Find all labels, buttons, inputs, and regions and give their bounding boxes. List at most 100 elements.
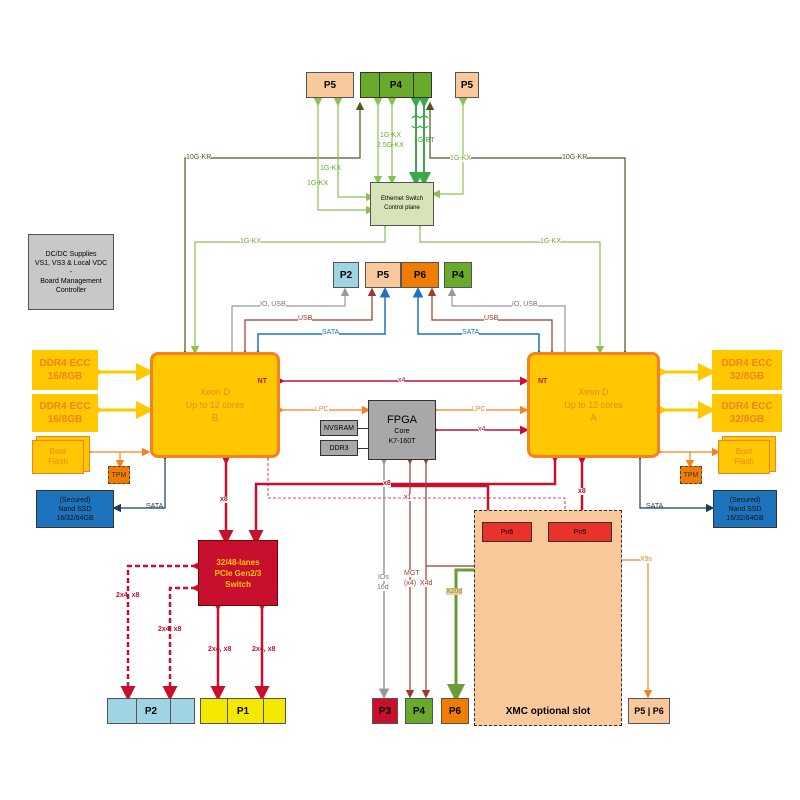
bottom-p3-label: P3 <box>378 705 392 717</box>
bottom-connector-p5p6: P5 | P6 <box>628 698 670 724</box>
xmc-pn6: Pn6 <box>482 522 532 542</box>
label-ios: IOs <box>378 574 389 581</box>
xmc-title: XMC optional slot <box>505 706 591 717</box>
ethernet-switch-line1: Ethernet Switch <box>380 196 424 202</box>
cpu-b-line1: Xeon D <box>199 386 231 397</box>
label-sata-ssd-left: SATA <box>146 503 164 510</box>
cpu-a-line1: Xeon D <box>578 386 609 397</box>
label-2-5g-kx: 2.5G-KX <box>377 142 404 149</box>
label-10g-kr-right: 10G-KR <box>562 154 588 161</box>
top-connector-p5-left: P5 <box>306 72 354 98</box>
label-sata-right: SATA <box>462 329 480 336</box>
tpm-left: TPM <box>108 466 130 484</box>
label-sata-ssd-right: SATA <box>646 503 664 510</box>
supplies-line2: VS1, VS3 & Local VDC <box>34 259 108 267</box>
label-x9s: X9s <box>640 556 653 563</box>
label-p2-lane-b: 2x4, x8 <box>158 626 182 633</box>
label-ios-16d: 16d <box>377 584 389 591</box>
label-1g-kx-a: 1G-KX <box>320 165 342 172</box>
top-p4-label: P4 <box>389 79 403 91</box>
label-10g-kr-left: 10G-KR <box>186 154 212 161</box>
label-1g-kx-left: 1G-KX <box>240 238 262 245</box>
pcie-switch-line2: PCIe Gen2/3 <box>214 568 262 578</box>
nvsram-link <box>358 428 368 429</box>
xmc-slot: XMC optional slot <box>474 510 622 726</box>
ssd-right-line2: Nand SSD <box>728 505 762 513</box>
boot-flash-right-line2: Flash <box>734 457 754 466</box>
cpu-b-line3: B <box>211 412 219 424</box>
label-io-usb-right: IO, USB <box>512 301 538 308</box>
boot-flash-left-line2: Flash <box>48 457 68 466</box>
xmc-pn5-label: Pn5 <box>573 528 587 536</box>
cpu-b-nt: NT <box>257 378 267 385</box>
tpm-left-label: TPM <box>111 471 127 479</box>
label-usb-right: USB <box>484 315 499 322</box>
supplies-line1: DC/DC Supplies <box>45 250 97 258</box>
ssd-right: (Secured) Nand SSD 16/32/64GB <box>713 490 777 528</box>
label-mgt: MGT <box>404 570 420 577</box>
bottom-p1-label: P1 <box>236 705 250 717</box>
mid-connector-p2: P2 <box>333 262 359 288</box>
label-p2-lane-a: 2x4, x8 <box>116 592 140 599</box>
pcie-switch: 32/48-lanes PCIe Gen2/3 Switch <box>198 540 278 606</box>
fpga-line1: FPGA <box>387 414 417 426</box>
label-1g-kx-right: 1G-KX <box>540 238 562 245</box>
cpu-a-line3: A <box>590 412 597 424</box>
label-1g-kx-c: 1G-KX <box>380 132 402 139</box>
bottom-connector-p1: P1 <box>200 698 286 724</box>
fpga-line2: Core <box>394 428 410 435</box>
supplies-line5: Controller <box>55 286 87 294</box>
label-io-usb-left: IO, USB <box>260 301 286 308</box>
ethernet-switch: Ethernet Switch Control plane <box>370 182 434 226</box>
xmc-pn6-label: Pn6 <box>500 528 514 536</box>
ssd-left-line3: 16/32/64GB <box>56 514 94 522</box>
ddr3-link <box>358 448 368 449</box>
ssd-left: (Secured) Nand SSD 16/32/64GB <box>36 490 114 528</box>
bottom-p2-label: P2 <box>144 705 158 717</box>
label-1g-kx-b: 1G-KX <box>307 180 329 187</box>
label-lpc-right: LPC <box>472 406 486 413</box>
top-connector-p5-right: P5 <box>455 72 479 98</box>
ssd-left-line2: Nand SSD <box>58 505 92 513</box>
top-connector-p4: P4 <box>360 72 432 98</box>
bottom-connector-p6: P6 <box>441 698 469 724</box>
label-x8-left: x8 <box>220 496 228 503</box>
bottom-p6-label: P6 <box>448 705 462 717</box>
mid-connector-p6: P6 <box>401 262 439 288</box>
mid-connector-p5: P5 <box>365 262 401 288</box>
cpu-b: Xeon D Up to 12 cores B NT <box>150 352 280 458</box>
ddr3-label: DDR3 <box>329 444 349 452</box>
supplies-line3: - <box>69 268 73 276</box>
label-sata-left: SATA <box>322 329 340 336</box>
cpu-a-line2: Up to 12 cores <box>564 399 623 410</box>
label-p1-lane-a: 2x4, x8 <box>208 646 232 653</box>
label-lpc-left: LPC <box>315 406 329 413</box>
label-x4-fpga: x4 <box>478 426 486 433</box>
xmc-pn5: Pn5 <box>548 522 612 542</box>
tpm-right: TPM <box>680 466 702 484</box>
top-p5-right-label: P5 <box>460 79 474 91</box>
label-1g-bt: 1G-BT <box>414 137 435 144</box>
label-1g-kx-d: 1G-KX <box>450 155 472 162</box>
label-x20d: X20d <box>446 588 463 595</box>
ssd-right-line1: (Secured) <box>729 496 761 504</box>
ddr-right-2-line1: DDR4 ECC <box>721 401 773 412</box>
ddr-left-2-line2: 16/8GB <box>47 414 83 425</box>
cpu-a-nt: NT <box>538 378 548 385</box>
mid-p5-label: P5 <box>376 269 390 281</box>
fpga-line3: K7-160T <box>388 438 416 445</box>
ddr-left-1: DDR4 ECC 16/8GB <box>32 350 98 390</box>
label-usb-left: USB <box>298 315 313 322</box>
mid-connector-p4: P4 <box>444 262 472 288</box>
nvsram-label: NVSRAM <box>324 424 354 432</box>
ddr-right-1: DDR4 ECC 32/8GB <box>712 350 782 390</box>
boot-flash-left-line1: Boot <box>49 447 67 456</box>
pcie-switch-line1: 32/48-lanes <box>216 557 260 567</box>
label-x1: x1 <box>404 494 412 501</box>
tpm-right-label: TPM <box>683 471 699 479</box>
label-mgt-x4: (x4) <box>404 580 417 587</box>
ddr-left-2: DDR4 ECC 16/8GB <box>32 394 98 432</box>
bottom-p4-label: P4 <box>412 705 426 717</box>
boot-flash-right-line1: Boot <box>735 447 753 456</box>
